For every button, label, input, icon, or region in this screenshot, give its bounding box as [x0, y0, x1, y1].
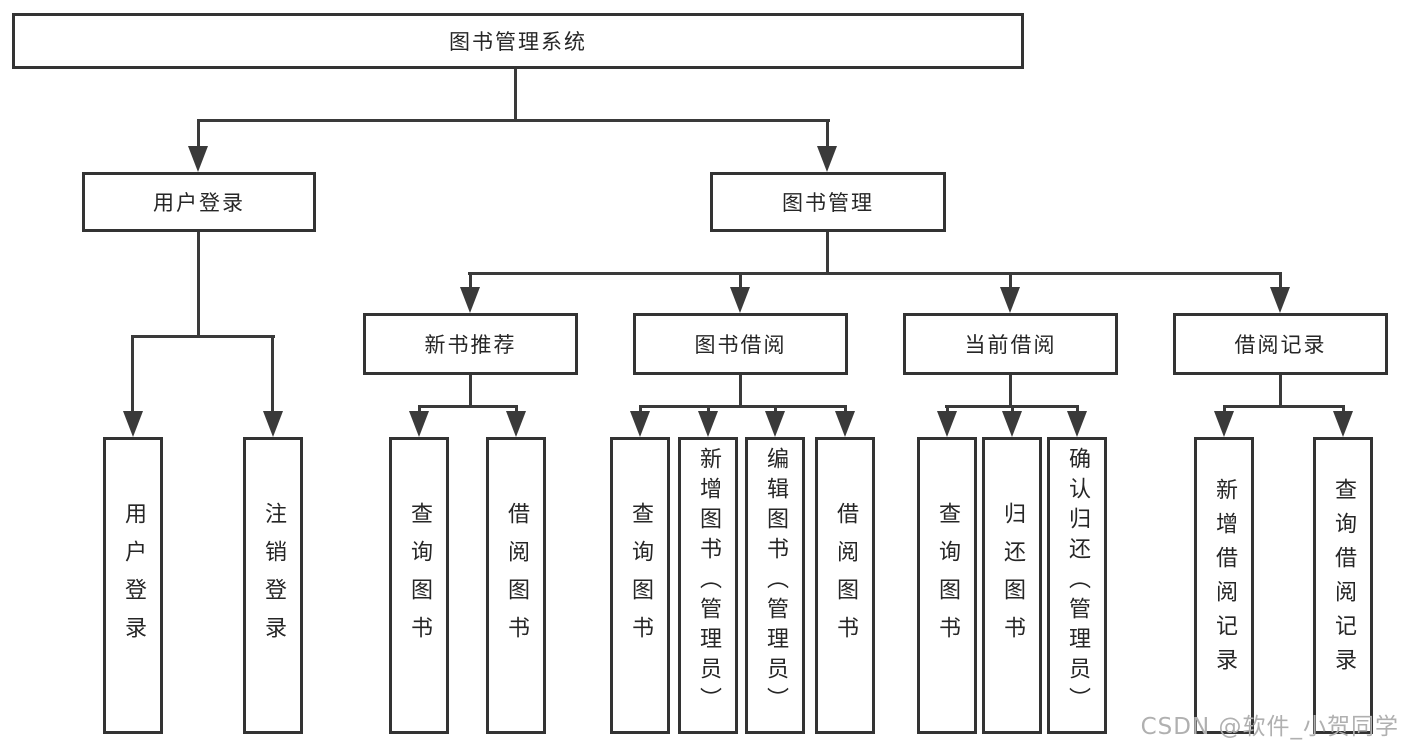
leaf-query-borrow-record: 查询借阅记录 [1313, 437, 1373, 734]
leaf-label: 查询图书 [628, 501, 653, 654]
connector [707, 405, 710, 415]
connector [739, 272, 742, 289]
arrowhead [409, 411, 429, 437]
arrowhead [698, 411, 718, 437]
arrowhead [730, 287, 750, 313]
connector [469, 272, 472, 289]
leaf-current-query-books: 查询图书 [917, 437, 977, 734]
arrowhead [123, 411, 143, 437]
leaf-label: 借阅图书 [504, 501, 529, 654]
connector [418, 405, 518, 408]
node-new-book-recommend: 新书推荐 [363, 313, 578, 375]
leaf-add-book-admin: 新增图书（管理员） [678, 437, 738, 734]
connector [1279, 375, 1282, 407]
arrowhead [263, 411, 283, 437]
connector [1223, 405, 1226, 415]
leaf-label: 注销登录 [261, 501, 286, 654]
connector [1009, 375, 1012, 407]
connector [826, 232, 829, 274]
leaf-label: 查询图书 [407, 501, 432, 654]
connector [1009, 272, 1012, 289]
leaf-label: 确认归还（管理员） [1065, 446, 1090, 717]
leaf-label: 查询借阅记录 [1331, 477, 1356, 682]
leaf-label: 查询图书 [935, 501, 960, 654]
arrowhead [1002, 411, 1022, 437]
leaf-recommend-query-books: 查询图书 [389, 437, 449, 734]
connector [468, 272, 1282, 275]
connector [131, 335, 275, 338]
arrowhead [817, 146, 837, 172]
arrowhead [765, 411, 785, 437]
leaf-label: 用户登录 [121, 501, 146, 654]
leaf-label: 借阅图书 [833, 501, 858, 654]
leaf-label: 归还图书 [1000, 501, 1025, 654]
leaf-edit-book-admin: 编辑图书（管理员） [745, 437, 805, 734]
arrowhead [188, 146, 208, 172]
node-label: 当前借阅 [964, 333, 1057, 357]
leaf-return-books: 归还图书 [982, 437, 1042, 734]
node-label: 新书推荐 [424, 333, 517, 357]
csdn-watermark: CSDN @软件_小贺同学 [1140, 714, 1399, 740]
arrowhead [937, 411, 957, 437]
connector [271, 335, 274, 411]
arrowhead [1214, 411, 1234, 437]
leaf-logout: 注销登录 [243, 437, 303, 734]
connector [1011, 405, 1014, 415]
leaf-recommend-borrow-books: 借阅图书 [486, 437, 546, 734]
node-book-management: 图书管理 [710, 172, 946, 232]
connector [1223, 405, 1344, 408]
node-user-login: 用户登录 [82, 172, 316, 232]
arrowhead [460, 287, 480, 313]
node-label: 图书借阅 [694, 333, 787, 357]
connector [946, 405, 949, 415]
node-label: 图书管理 [782, 191, 874, 215]
leaf-borrowing-borrow-books: 借阅图书 [815, 437, 875, 734]
connector [469, 375, 472, 407]
connector [739, 375, 742, 407]
node-label: 用户登录 [153, 191, 245, 215]
leaf-borrowing-query-books: 查询图书 [610, 437, 670, 734]
node-book-borrowing: 图书借阅 [633, 313, 848, 375]
connector [639, 405, 847, 408]
leaf-confirm-return-admin: 确认归还（管理员） [1047, 437, 1107, 734]
node-library-management-system: 图书管理系统 [12, 13, 1024, 69]
connector [1076, 405, 1079, 415]
arrowhead [630, 411, 650, 437]
connector [774, 405, 777, 415]
arrowhead [835, 411, 855, 437]
leaf-add-borrow-record: 新增借阅记录 [1194, 437, 1254, 734]
node-borrow-records: 借阅记录 [1173, 313, 1388, 375]
connector [197, 119, 830, 122]
connector [1342, 405, 1345, 415]
connector [514, 69, 517, 121]
node-current-borrowing: 当前借阅 [903, 313, 1118, 375]
connector [515, 405, 518, 415]
connector [131, 335, 134, 411]
connector [639, 405, 642, 415]
arrowhead [1067, 411, 1087, 437]
arrowhead [1000, 287, 1020, 313]
leaf-label: 新增借阅记录 [1212, 477, 1237, 682]
connector [844, 405, 847, 415]
node-label: 图书管理系统 [449, 30, 587, 54]
arrowhead [506, 411, 526, 437]
arrowhead [1270, 287, 1290, 313]
leaf-user-login: 用户登录 [103, 437, 163, 734]
connector [197, 232, 200, 336]
node-label: 借阅记录 [1234, 333, 1327, 357]
connector [1279, 272, 1282, 289]
connector [197, 119, 200, 147]
connector [418, 405, 421, 415]
arrowhead [1333, 411, 1353, 437]
leaf-label: 编辑图书（管理员） [763, 446, 788, 717]
leaf-label: 新增图书（管理员） [696, 446, 721, 717]
connector [826, 119, 829, 147]
